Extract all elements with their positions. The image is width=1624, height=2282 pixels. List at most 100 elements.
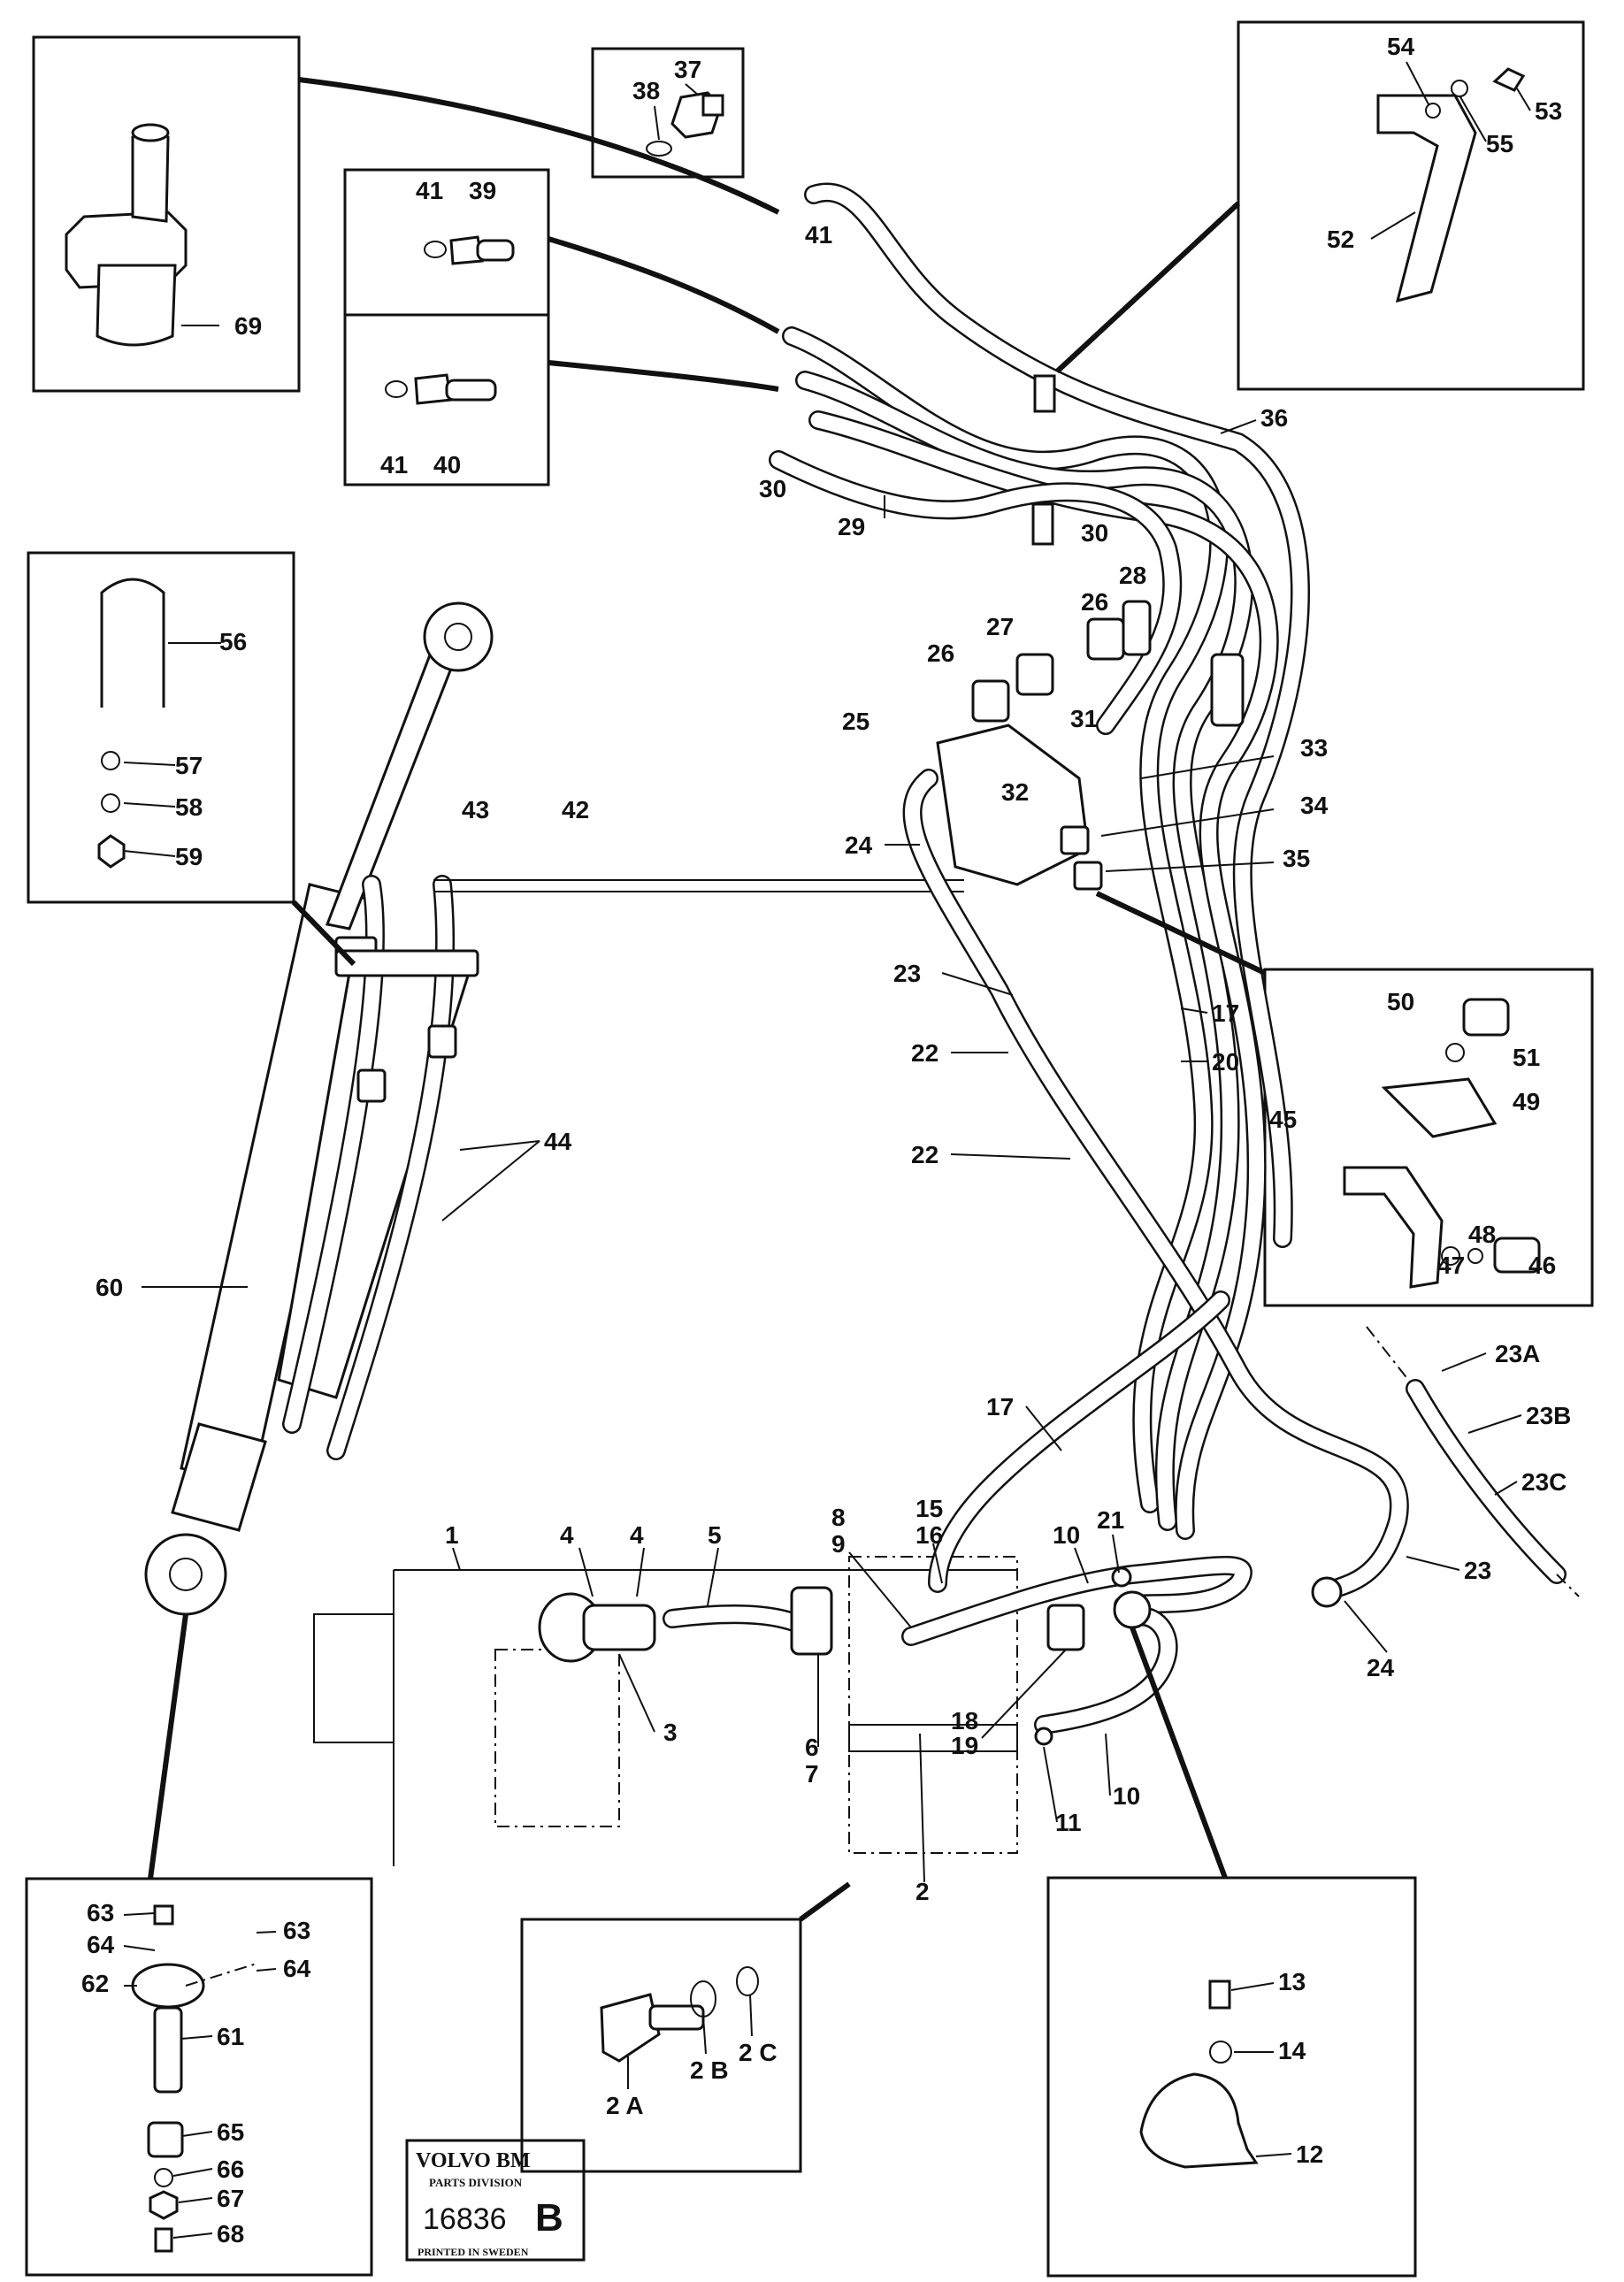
label-64-right: 64 (283, 1955, 311, 1982)
label-36: 36 (1260, 404, 1288, 432)
label-69: 69 (234, 312, 262, 340)
stamp-brand: VOLVO BM (416, 2149, 531, 2172)
label-37: 37 (674, 56, 701, 83)
label-25: 25 (842, 708, 869, 735)
label-24-right: 24 (1367, 1654, 1395, 1681)
label-22-bottom: 22 (911, 1141, 938, 1168)
label-55: 55 (1486, 130, 1513, 157)
label-59: 59 (175, 843, 203, 870)
label-1: 1 (445, 1521, 459, 1549)
label-31: 31 (1070, 705, 1098, 732)
label-4-left: 4 (560, 1521, 574, 1549)
label-68: 68 (217, 2220, 244, 2248)
detail-box-61-68 (25, 1877, 373, 2277)
label-52: 52 (1327, 226, 1354, 253)
label-63-right: 63 (283, 1917, 310, 1944)
label-10-bottom: 10 (1113, 1782, 1140, 1810)
label-58: 58 (175, 793, 203, 821)
label-51: 51 (1513, 1044, 1540, 1071)
parts-division-stamp: VOLVO BM PARTS DIVISION 16836 B PRINTED … (405, 2139, 586, 2262)
label-53: 53 (1535, 97, 1562, 125)
rod-42 (433, 879, 964, 892)
label-20: 20 (1212, 1048, 1239, 1076)
hose-bundle (769, 182, 1310, 1540)
label-41-top: 41 (416, 177, 443, 204)
label-16: 16 (915, 1521, 943, 1549)
label-41-bottom: 41 (380, 451, 408, 479)
label-33: 33 (1300, 734, 1328, 762)
valve-block (936, 600, 1245, 891)
label-4-right: 4 (630, 1521, 644, 1549)
label-61: 61 (217, 2023, 244, 2050)
label-35: 35 (1283, 845, 1310, 872)
hoses-44 (282, 875, 479, 1460)
label-34: 34 (1300, 792, 1329, 819)
label-38: 38 (632, 77, 660, 104)
label-62: 62 (81, 1970, 109, 1997)
detail-box-52-55 (1237, 20, 1585, 391)
label-28: 28 (1119, 562, 1146, 589)
bracket-52-main (1031, 374, 1056, 546)
label-12: 12 (1296, 2140, 1323, 2168)
label-65: 65 (217, 2118, 244, 2146)
label-23B: 23B (1526, 1402, 1571, 1429)
label-2B: 2 B (690, 2056, 729, 2084)
label-56: 56 (219, 628, 247, 655)
label-24-top: 24 (845, 831, 873, 859)
detail-box-45-51 (1263, 968, 1594, 1307)
label-23-right: 23 (1464, 1557, 1491, 1584)
label-23C: 23C (1521, 1468, 1567, 1496)
heavy-leaders (148, 77, 1267, 1922)
detail-box-12-14 (1046, 1876, 1417, 2278)
label-66: 66 (217, 2156, 244, 2183)
label-22-top: 22 (911, 1039, 938, 1067)
label-21: 21 (1097, 1506, 1124, 1534)
label-29: 29 (838, 513, 865, 540)
label-45: 45 (1269, 1106, 1297, 1133)
label-30-left: 30 (759, 475, 786, 502)
label-3: 3 (663, 1719, 678, 1746)
detail-box-56-59 (27, 551, 295, 904)
label-2: 2 (915, 1878, 930, 1905)
label-7: 7 (805, 1760, 819, 1788)
label-17-top: 17 (1212, 999, 1239, 1027)
label-64-left: 64 (87, 1931, 115, 1958)
label-18: 18 (951, 1707, 978, 1734)
label-57: 57 (175, 752, 203, 779)
label-14: 14 (1278, 2037, 1306, 2064)
label-54: 54 (1387, 33, 1415, 60)
label-15: 15 (915, 1495, 943, 1522)
hoses-lower (538, 769, 1409, 1746)
detail-box-69 (32, 35, 301, 393)
label-50: 50 (1387, 988, 1414, 1015)
label-2C: 2 C (739, 2039, 778, 2066)
label-23A: 23A (1495, 1340, 1540, 1367)
label-39: 39 (469, 177, 496, 204)
label-26-left: 26 (927, 639, 954, 667)
label-41-main: 41 (805, 221, 832, 249)
label-42: 42 (562, 796, 589, 823)
label-19: 19 (951, 1732, 978, 1759)
label-5: 5 (708, 1521, 722, 1549)
hose-23-detail (1366, 1326, 1580, 1597)
machine-body (313, 1556, 1018, 1866)
label-44: 44 (544, 1128, 572, 1155)
detail-box-39-41 (343, 168, 550, 486)
label-48: 48 (1468, 1221, 1496, 1248)
label-13: 13 (1278, 1968, 1306, 1995)
label-17-bottom: 17 (986, 1393, 1014, 1421)
stamp-number: 16836 (423, 2202, 507, 2236)
label-27: 27 (986, 613, 1014, 640)
label-23-mid: 23 (893, 960, 921, 987)
label-63-left: 63 (87, 1899, 114, 1926)
label-8: 8 (831, 1504, 846, 1531)
label-60: 60 (96, 1274, 123, 1301)
label-26-right: 26 (1081, 588, 1108, 616)
part-labels: 69 37 38 41 39 41 40 41 54 53 55 52 36 3… (81, 33, 1571, 2248)
label-40: 40 (433, 451, 461, 479)
label-67: 67 (217, 2185, 244, 2212)
label-2A: 2 A (606, 2092, 644, 2119)
label-46: 46 (1528, 1252, 1556, 1279)
label-leaders (123, 61, 1531, 2239)
